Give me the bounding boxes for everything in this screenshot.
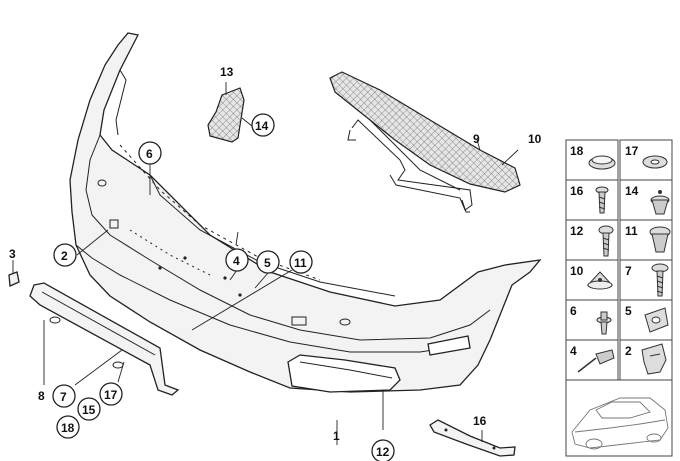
- car-thumbnail-icon: [571, 397, 669, 450]
- callout-5: 5: [256, 250, 280, 274]
- legend-label-11: 11: [625, 224, 638, 238]
- legend-label-14: 14: [625, 184, 639, 198]
- washer-icon: [642, 155, 668, 169]
- pan-screw-icon: [598, 225, 614, 257]
- svg-text:16: 16: [473, 414, 487, 428]
- svg-text:5: 5: [264, 256, 271, 270]
- svg-text:1: 1: [333, 429, 340, 443]
- holder-bracket-icon: [641, 343, 667, 375]
- legend-label-17: 17: [625, 144, 639, 158]
- license-bracket: [29, 282, 180, 396]
- callout-6: 6: [138, 141, 162, 165]
- grommet-icon: [588, 155, 616, 170]
- part-13-cover: [207, 87, 245, 143]
- spreader-nut-icon: [586, 271, 614, 290]
- svg-text:12: 12: [376, 445, 390, 459]
- svg-text:7: 7: [60, 390, 67, 404]
- callout-16: 15: [77, 397, 101, 421]
- grille-mesh: [329, 71, 521, 213]
- svg-text:13: 13: [220, 65, 234, 79]
- legend-label-5: 5: [625, 304, 632, 318]
- fastener-legend: 18 17 16 14 12 11 10 7 6 5 4 2: [565, 139, 673, 457]
- svg-text:18: 18: [61, 421, 75, 435]
- svg-text:10: 10: [528, 132, 542, 146]
- svg-text:15: 15: [82, 403, 96, 417]
- part-15-strip: [429, 419, 516, 457]
- callout-7: 7: [52, 384, 76, 408]
- legend-label-6: 6: [570, 304, 577, 318]
- callout-8: 8: [38, 389, 45, 403]
- legend-label-7: 7: [625, 264, 632, 278]
- expanding-nut-icon: [650, 190, 670, 215]
- svg-text:4: 4: [233, 254, 240, 268]
- long-screw-icon: [651, 263, 669, 297]
- legend-label-10: 10: [570, 264, 584, 278]
- legend-label-16: 16: [570, 184, 584, 198]
- push-clip-icon: [649, 226, 671, 253]
- callout-17: 17: [99, 382, 123, 406]
- callout-2: 2: [53, 243, 77, 267]
- legend-label-4: 4: [570, 344, 577, 358]
- callout-11: 11: [289, 250, 313, 274]
- callout-4: 4: [225, 248, 249, 272]
- svg-text:17: 17: [104, 388, 118, 402]
- legend-label-2: 2: [625, 344, 632, 358]
- svg-text:8: 8: [38, 389, 45, 403]
- svg-text:9: 9: [473, 132, 480, 146]
- svg-text:6: 6: [146, 147, 153, 161]
- svg-text:14: 14: [255, 119, 269, 133]
- svg-text:3: 3: [9, 247, 16, 261]
- clip-nut-icon: [644, 307, 669, 333]
- svg-text:11: 11: [294, 256, 307, 270]
- callout-9: 9: [473, 132, 480, 146]
- rivet-plug-icon: [596, 311, 612, 335]
- callout-1: 1: [333, 429, 340, 443]
- part-3-bracket: [8, 271, 20, 287]
- screw-icon: [595, 186, 609, 214]
- callout-14: 14: [251, 113, 275, 137]
- callout-18: 18: [56, 415, 80, 439]
- legend-label-18: 18: [570, 144, 584, 158]
- callout-10: 10: [528, 132, 542, 146]
- blind-rivet-icon: [577, 349, 615, 373]
- callout-12: 12: [371, 439, 395, 461]
- leader-lines: [12, 82, 519, 445]
- callout-3: 3: [9, 247, 16, 261]
- bumper-cover: [69, 32, 542, 393]
- legend-label-12: 12: [570, 224, 584, 238]
- callout-15: 16: [473, 414, 487, 428]
- callout-13: 13: [220, 65, 234, 79]
- svg-text:2: 2: [61, 249, 68, 263]
